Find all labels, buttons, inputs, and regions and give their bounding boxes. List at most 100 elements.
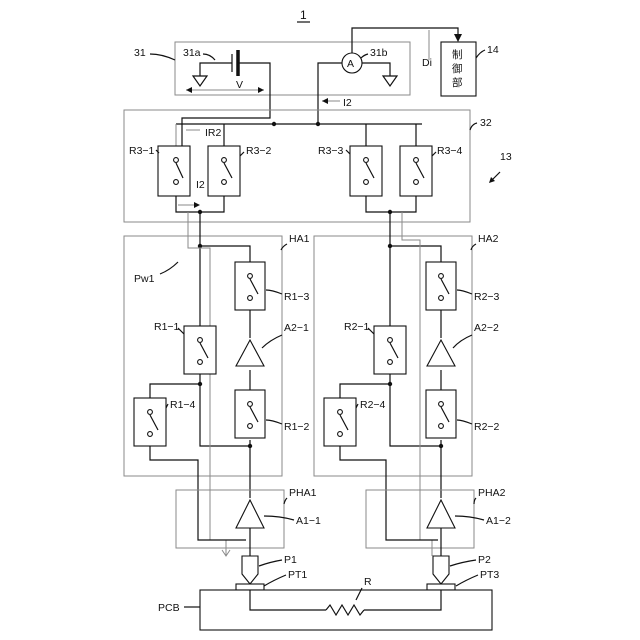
- relay-r11: [184, 326, 216, 374]
- amp-a22: [427, 340, 455, 366]
- bus-node-1: [272, 122, 276, 126]
- pre-amp-pha1-box: [176, 490, 284, 548]
- pcb-board: [200, 590, 492, 630]
- probe-p2-label: P2: [478, 554, 491, 566]
- amp-a22-leader: [453, 335, 472, 348]
- ammeter-ground-wire: [362, 63, 390, 76]
- amp-a11: [236, 500, 264, 528]
- relay-r31-r32-join: [176, 196, 224, 212]
- current-label-ir2: IR2: [205, 127, 222, 139]
- relay-group-leader: [470, 123, 477, 130]
- relay-r33-r34-join: [366, 196, 416, 212]
- pcb-label: PCB: [158, 602, 180, 614]
- relay-r12-leader: [266, 420, 282, 424]
- relay-r12: [235, 390, 265, 438]
- data-arrow-head: [454, 34, 462, 42]
- data-label: Di: [422, 57, 432, 69]
- relay-r14: [134, 398, 166, 446]
- ammeter-leader: [361, 54, 368, 58]
- relay-r22: [426, 390, 456, 438]
- amp-a12-label: A1−2: [486, 515, 511, 527]
- ha2-node-r24: [388, 382, 392, 386]
- amp-a12: [427, 500, 455, 528]
- relay-r11-label: R1−1: [154, 321, 180, 333]
- probe-p1: [236, 556, 264, 590]
- battery-leader: [203, 54, 215, 60]
- relay-r14-top-wire: [150, 384, 200, 398]
- power-unit-label: 31: [134, 47, 146, 59]
- ha2-node-bottom: [439, 444, 443, 448]
- amp-a12-leader: [455, 516, 484, 520]
- control-text-1: 制: [452, 48, 463, 61]
- amp-a21-leader: [262, 335, 282, 348]
- relay-r32-label: R3−2: [246, 145, 272, 157]
- battery-label: 31a: [183, 47, 201, 59]
- ammeter-label: 31b: [370, 47, 388, 59]
- relay-r34: [400, 146, 432, 196]
- wire-pw1-leader: [160, 262, 178, 274]
- relay-r31: [158, 146, 190, 196]
- current-arrow-top-head: [322, 98, 328, 104]
- probe-p2: [427, 556, 455, 590]
- terminal-pt3-leader: [456, 575, 478, 586]
- terminal-pt1-leader: [264, 575, 286, 586]
- power-unit-leader: [150, 54, 175, 60]
- head-ha1-label: HA1: [289, 233, 310, 245]
- relay-r21: [374, 326, 406, 374]
- terminal-pt3-label: PT3: [480, 569, 499, 581]
- probe-p1-label: P1: [284, 554, 297, 566]
- current-arrow-relay-head: [194, 202, 200, 208]
- amp-a11-leader: [264, 516, 294, 520]
- control-text-2: 御: [452, 62, 463, 75]
- relay-r33: [350, 146, 382, 196]
- current-label-top: I2: [343, 97, 352, 109]
- pre-amp-pha1-label: PHA1: [289, 487, 317, 499]
- relay-r22-leader: [457, 420, 472, 424]
- ha2-to-r23: [390, 246, 441, 262]
- relay-r22-label: R2−2: [474, 421, 500, 433]
- probe-p1-leader: [259, 560, 282, 566]
- relay-r24-label: R2−4: [360, 399, 386, 411]
- relay-r33-label: R3−3: [318, 145, 344, 157]
- relay-r34-leader: [432, 152, 436, 156]
- relay-r13-leader: [266, 290, 282, 294]
- main-unit-label: 13: [500, 151, 512, 163]
- amp-a22-label: A2−2: [474, 322, 499, 334]
- relay-r32: [208, 146, 240, 196]
- relay-r21-label: R2−1: [344, 321, 370, 333]
- control-leader: [476, 50, 485, 58]
- current-label-relay: I2: [196, 179, 205, 191]
- relay-r13-label: R1−3: [284, 291, 310, 303]
- relay-r23-label: R2−3: [474, 291, 500, 303]
- voltage-label: V: [236, 79, 243, 91]
- amp-a21: [236, 340, 264, 366]
- battery-ground-wire: [200, 63, 232, 76]
- ammeter-symbol: A: [347, 58, 354, 70]
- wire-pw1-label: Pw1: [134, 273, 155, 285]
- amp-a21-label: A2−1: [284, 322, 309, 334]
- relay-r14-bottom-wire: [150, 446, 246, 540]
- relay-r33-leader: [346, 150, 350, 154]
- ha1-node-r14: [198, 382, 202, 386]
- control-text-3: 部: [452, 76, 463, 89]
- probe-p2-leader: [450, 560, 476, 566]
- relay-r34-label: R3−4: [437, 145, 463, 157]
- relay-r13: [235, 262, 265, 310]
- relay-r24-top-wire: [340, 384, 390, 398]
- control-unit-label: 14: [487, 44, 499, 56]
- ha1-node-bottom: [248, 444, 252, 448]
- relay-r32-leader: [240, 152, 244, 156]
- figure-number: 1: [300, 8, 307, 22]
- resistor-label: R: [364, 576, 372, 588]
- pre-amp-pha2-label: PHA2: [478, 487, 506, 499]
- terminal-pt1-label: PT1: [288, 569, 307, 581]
- amp-a11-label: A1−1: [296, 515, 321, 527]
- relay-r24-bottom-wire: [340, 446, 438, 540]
- relay-r14-label: R1−4: [170, 399, 196, 411]
- bus-node-2: [316, 122, 320, 126]
- relay-r24: [324, 398, 356, 446]
- ground-icon-right: [383, 76, 397, 86]
- relay-r23-leader: [457, 290, 472, 294]
- relay-r31-label: R3−1: [129, 145, 155, 157]
